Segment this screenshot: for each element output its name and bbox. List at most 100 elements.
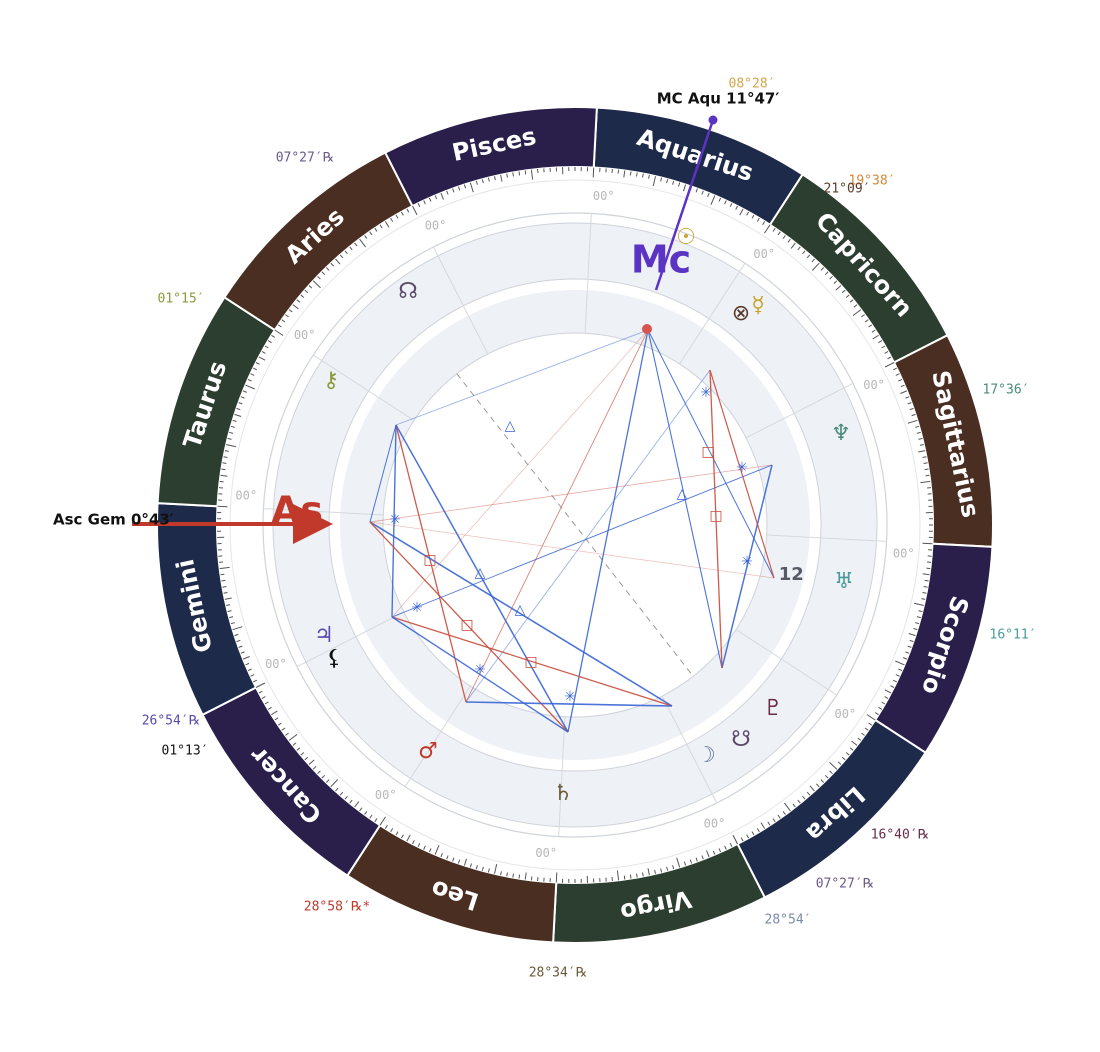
aspect-line [369,521,569,733]
asc-glyph: As [271,489,323,533]
north-node-icon: ☊ [398,279,418,304]
moon-icon: ☽ [696,743,716,768]
aspect-line [369,521,673,707]
lilith-icon: ⚸ [326,646,342,671]
house-cusp-line [558,716,566,837]
aspect-symbol: ✳ [564,689,576,705]
house-cusp-line [296,611,405,668]
aspect-symbol: ✳ [741,554,753,570]
aspect-line [721,464,773,669]
house-degree-label: 00° [535,846,557,860]
aspect-symbol: ✳ [736,460,748,476]
sun-degree-label: 08°28′ [729,77,776,92]
aspect-symbol: □ [423,552,436,568]
aspect-line [391,329,649,618]
mc-glyph: Mc [631,238,691,282]
pluto-degree-label: 16°40′℞ [871,828,930,843]
house-degree-label: 00° [425,218,447,232]
aspect-line [369,464,773,523]
house-cusp-line [745,382,854,439]
aspect-line [369,424,397,523]
house-number-label: 12 [779,564,804,585]
mc-axis-line [654,119,715,291]
saturn-degree-label: 28°34′℞ [529,966,588,981]
aspect-line [369,521,775,579]
degree-ticks [217,167,933,883]
mercury-degree-label: 19°38′ [849,174,896,189]
aspect-line [647,329,775,579]
house-degree-label: 00° [375,788,397,802]
south-node-icon: ☋ [731,727,751,752]
house-cusp-line [661,695,718,804]
house-cusp-line [404,685,471,787]
aspect-line [709,369,775,579]
aspect-symbol: △ [677,486,688,502]
aspect-symbol: △ [505,418,516,434]
pluto-icon: ♇ [763,696,783,721]
mc-axis-label: MC Aqu 11°47′ [657,90,780,108]
aspect-symbol: □ [709,508,722,524]
uranus-icon: ♅ [834,569,854,594]
moon-degree-label: 28°54′ [765,913,812,928]
house-degree-label: 00° [265,657,287,671]
aspect-symbol: △ [515,602,526,618]
aspect-symbol: □ [701,444,714,460]
aspect-line [465,701,673,707]
south-node-degree-label: 07°27′℞ [816,877,875,892]
aspect-line [391,464,773,618]
house-cusp-line [679,263,746,365]
aspect-symbol: □ [524,654,537,670]
aspect-line [647,329,723,669]
house-cusp-line [432,246,489,355]
neptune-degree-label: 17°36′ [983,383,1030,398]
sun-icon: ☉ [676,225,696,250]
aspect-line [709,369,723,669]
mercury-icon: ☿ [751,293,765,318]
house-degree-label: 00° [863,378,885,392]
house-cusp-line [766,534,887,542]
aspect-line [395,424,467,703]
axis-dashed-line [456,373,694,677]
aspect-ring-band [340,290,810,760]
aspect-symbol: ✳ [411,600,423,616]
part-of-fortune-icon: ⊗ [732,301,750,326]
house-degree-label: 00° [834,707,856,721]
house-cusp-line [735,629,837,696]
chiron-icon: ⚷ [323,368,339,393]
house-degree-label: 00° [704,817,726,831]
saturn-icon: ♄ [553,781,573,806]
house-cusp-line [313,354,415,421]
aspect-symbol: △ [475,565,486,581]
aspect-line [395,329,649,426]
lilith-degree-label: 01°13′ [162,744,209,759]
north-node-degree-label: 07°27′℞ [276,151,335,166]
aspect-line [465,329,649,703]
uranus-degree-label: 16°11′ [990,628,1037,643]
aspect-symbol: ✳ [700,385,712,401]
mars-icon: ♂ [418,739,438,764]
aspect-origin-dot [642,324,652,334]
house-cusp-line [584,213,592,334]
house-degree-label: 00° [235,489,257,503]
chiron-degree-label: 01°15′ [158,292,205,307]
aspect-line [395,424,569,733]
aspect-symbol: □ [460,617,473,633]
jupiter-icon: ♃ [314,623,334,648]
aspect-line [391,424,397,618]
part-of-fortune-degree-label: 21°09′ [824,182,871,197]
aspect-symbol: ✳ [389,512,401,528]
aspect-symbol: ✳ [474,662,486,678]
aspect-line [465,369,711,703]
neptune-icon: ♆ [831,421,851,446]
house-degree-label: 00° [294,328,316,342]
mc-axis-dot [708,115,718,125]
aspect-line [391,616,673,707]
house-degree-label: 00° [593,189,615,203]
aspect-line [391,616,569,733]
mars-degree-label: 28°58′℞* [304,900,370,915]
aspect-line [465,329,649,703]
house-degree-label: 00° [753,247,775,261]
jupiter-degree-label: 26°54′℞ [142,714,201,729]
